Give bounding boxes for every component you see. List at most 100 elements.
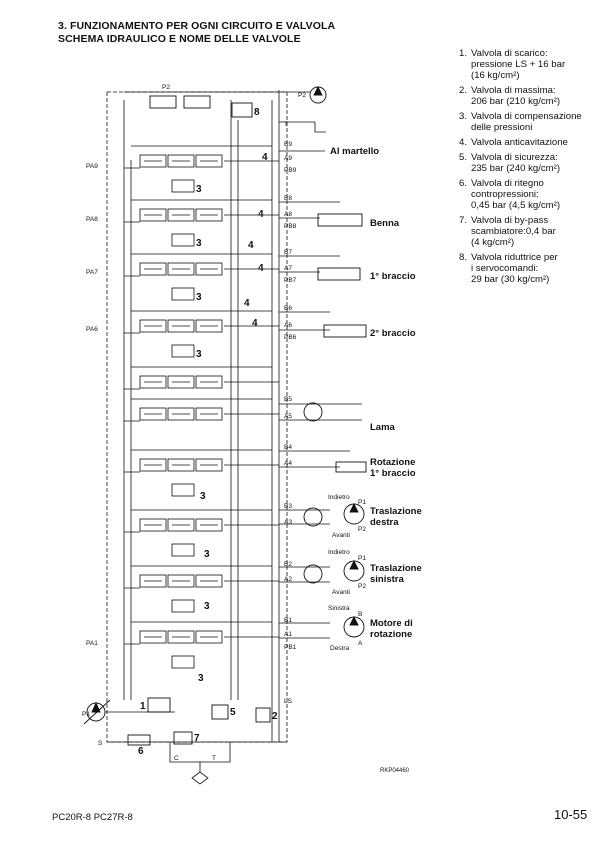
legend-number: 2. [459,85,468,96]
label-valve-3h: 3 [198,673,204,684]
label-pb1: PB1 [284,644,297,651]
pilot-valve-top-a [149,95,177,109]
label-valve-1: 1 [140,701,146,712]
spool-block [139,518,167,532]
spool-block [195,407,223,421]
label-motor-a: A [358,640,363,647]
spool-connections [124,565,279,589]
pilot-valve-top-b [183,95,211,109]
label-a2: A2 [284,576,292,583]
spool-block [195,319,223,333]
compensator-valve [171,344,195,358]
label-valve-6: 6 [138,746,144,757]
reducing-valve-8 [231,102,253,118]
spool-connections [124,199,279,223]
spool-block [167,319,195,333]
travel-right-port [303,507,323,527]
schematic-lines [105,90,362,785]
label-valve-3b: 3 [196,238,202,249]
legend-line: Valvola di compensazione [471,111,582,122]
label-a1: A1 [284,631,292,638]
label-rotation-motor-1: Motore di [370,618,413,629]
bucket-cylinder [317,213,363,227]
spool-connections [124,253,279,277]
label-p1-motor-2: P1 [358,555,366,562]
compensator-valve [171,599,195,613]
legend-line: Valvola di by-pass [471,215,549,226]
label-destra: Destra [330,645,350,652]
label-hammer: Al martello [330,146,379,157]
spool-block [139,208,167,222]
legend-number: 8. [459,252,468,263]
spool-section [124,310,279,358]
spool-block [167,208,195,222]
spool-connections [124,449,279,473]
label-t: T [284,121,288,128]
legend-line: Valvola di sicurezza: [471,152,558,163]
spool-section [124,253,279,301]
label-swing-2: 1° braccio [370,468,416,479]
label-a4: A4 [284,460,292,467]
label-c: C [174,755,179,762]
label-b6: B6 [284,305,292,312]
spool-block [139,319,167,333]
label-b5: B5 [284,396,292,403]
compensator-valve [171,179,195,193]
rotation-motor-arrow [349,615,359,626]
label-rotation-motor-2: rotazione [370,629,412,640]
label-arm2: 2° braccio [370,328,416,339]
label-valve-5: 5 [230,707,236,718]
pump-p1-arrow [91,701,101,713]
compensator-valve [171,233,195,247]
legend-number: 1. [459,48,468,59]
label-valve-3e: 3 [200,491,206,502]
blade-symbol [303,402,323,422]
legend-line: (4 kg/cm²) [471,237,515,248]
spool-block [139,630,167,644]
spool-section [124,145,279,193]
label-p2-motor-1: P2 [358,526,366,533]
label-valve-3d: 3 [196,349,202,360]
travel-right-motor-arrow [349,502,359,513]
label-t2: T [212,755,216,762]
spool-block [139,262,167,276]
spool-block [167,262,195,276]
label-motor-b: B [358,611,362,618]
label-sinistra: Sinistra [328,605,350,612]
label-p1-motor-1: P1 [358,499,366,506]
spool-section [124,366,279,390]
legend-line: Valvola di massima: [471,85,556,96]
label-a6: A6 [284,322,292,329]
spool-connections [124,145,279,169]
label-p2-motor-2: P2 [358,583,366,590]
label-p1: P1 [82,711,90,718]
spool-section [124,199,279,247]
legend-item: 5.Valvola di sicurezza:235 bar (240 kg/c… [459,152,607,174]
legend-line: delle pressioni [471,122,533,133]
label-pa8: PA8 [86,216,98,223]
label-valve-4c: 4 [248,240,254,251]
compensator-valve [171,543,195,557]
arm1-cylinder [317,267,361,281]
label-avanti-2: Avanti [332,589,350,596]
label-b2: B2 [284,561,292,568]
page-title: 3. FUNZIONAMENTO PER OGNI CIRCUITO E VAL… [58,20,335,46]
legend-line: 206 bar (210 kg/cm²) [471,96,561,107]
label-valve-3a: 3 [196,184,202,195]
actuators [83,85,367,746]
legend-number: 3. [459,111,468,122]
label-travel-left-2: sinistra [370,574,405,585]
legend-line: Valvola riduttrice per [471,252,558,263]
spool-block [195,574,223,588]
spool-block [195,262,223,276]
spool-block [139,458,167,472]
spool-block [167,518,195,532]
label-pa9: PA9 [86,163,98,170]
spool-connections [124,621,279,645]
legend-item: 4.Valvola anticavitazione [459,137,607,148]
spool-block [167,154,195,168]
label-a9: A9 [284,155,292,162]
spool-section [124,565,279,613]
